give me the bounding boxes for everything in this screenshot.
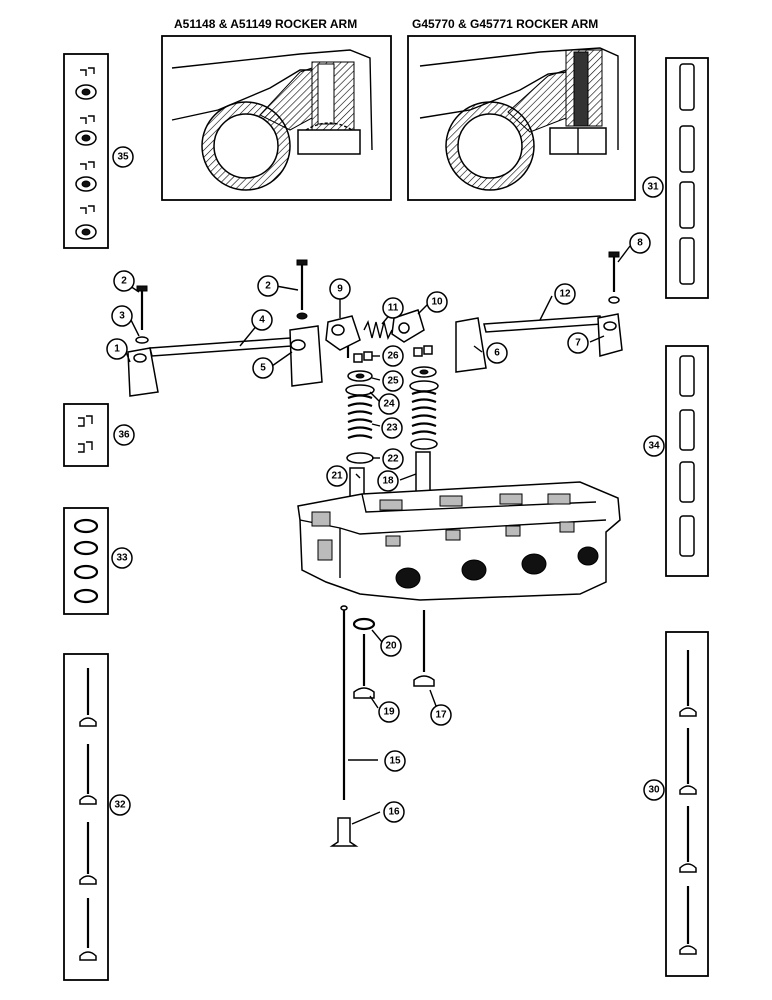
svg-text:31: 31 xyxy=(647,182,659,193)
svg-text:11: 11 xyxy=(388,303,399,314)
svg-text:18: 18 xyxy=(382,476,394,487)
callout-9: 9 xyxy=(329,278,351,300)
retainer-set xyxy=(75,67,97,240)
box-36-keepers xyxy=(63,403,109,467)
svg-text:23: 23 xyxy=(386,423,398,434)
callout-19: 19 xyxy=(378,701,400,723)
svg-text:35: 35 xyxy=(117,152,129,163)
svg-text:19: 19 xyxy=(383,707,395,718)
callout-7: 7 xyxy=(567,332,589,354)
svg-text:5: 5 xyxy=(260,363,266,374)
svg-text:32: 32 xyxy=(114,800,126,811)
svg-text:34: 34 xyxy=(648,441,660,452)
svg-text:30: 30 xyxy=(648,785,660,796)
callout-5: 5 xyxy=(252,357,274,379)
svg-text:36: 36 xyxy=(118,430,130,441)
callout-20: 20 xyxy=(380,635,402,657)
callout-6: 6 xyxy=(486,342,508,364)
callout-25: 25 xyxy=(382,370,404,392)
callout-12: 12 xyxy=(554,283,576,305)
callout-3: 3 xyxy=(111,305,133,327)
callout-26: 26 xyxy=(382,345,404,367)
svg-text:9: 9 xyxy=(337,284,343,295)
svg-text:3: 3 xyxy=(119,311,125,322)
callout-36: 36 xyxy=(113,424,135,446)
callout-18: 18 xyxy=(377,470,399,492)
inset-left-rocker-arm xyxy=(161,35,392,201)
callout-8: 8 xyxy=(629,232,651,254)
svg-text:22: 22 xyxy=(387,454,399,465)
callout-11: 11 xyxy=(382,297,404,319)
svg-text:20: 20 xyxy=(385,641,397,652)
svg-text:10: 10 xyxy=(431,297,443,308)
callout-1: 1 xyxy=(106,338,128,360)
svg-text:12: 12 xyxy=(559,289,571,300)
box-31-valve-guides xyxy=(665,57,709,299)
svg-text:7: 7 xyxy=(575,338,581,349)
callout-15: 15 xyxy=(384,750,406,772)
callout-33: 33 xyxy=(111,547,133,569)
box-32-valves xyxy=(63,653,109,981)
callout-30: 30 xyxy=(643,779,665,801)
callout-32: 32 xyxy=(109,794,131,816)
box-34-valve-guides xyxy=(665,345,709,577)
svg-text:8: 8 xyxy=(637,238,643,249)
box-35-valve-retainers xyxy=(63,53,109,249)
svg-text:24: 24 xyxy=(383,399,395,410)
svg-text:16: 16 xyxy=(388,807,400,818)
svg-text:1: 1 xyxy=(114,344,120,355)
svg-text:2: 2 xyxy=(265,281,271,292)
callout-34: 34 xyxy=(643,435,665,457)
svg-text:26: 26 xyxy=(387,351,399,362)
callout-35: 35 xyxy=(112,146,134,168)
callouts: 1 2 3 4 2 5 9 11 10 12 8 6 7 26 25 24 23… xyxy=(106,146,665,823)
header-right-rocker-arm: G45770 & G45771 ROCKER ARM xyxy=(412,17,598,31)
callout-22: 22 xyxy=(382,448,404,470)
header-left-rocker-arm: A51148 & A51149 ROCKER ARM xyxy=(174,17,357,31)
lower-valve-parts xyxy=(329,605,435,847)
svg-text:2: 2 xyxy=(121,276,127,287)
svg-text:21: 21 xyxy=(331,471,343,482)
callout-2-center: 2 xyxy=(257,275,279,297)
svg-text:6: 6 xyxy=(494,348,500,359)
svg-text:33: 33 xyxy=(116,553,128,564)
box-33-seal-rings xyxy=(63,507,109,615)
callout-17: 17 xyxy=(430,704,452,726)
callout-2-left: 2 xyxy=(113,270,135,292)
svg-text:15: 15 xyxy=(389,756,401,767)
callout-10: 10 xyxy=(426,291,448,313)
callout-4: 4 xyxy=(251,309,273,331)
cylinder-head xyxy=(297,481,621,601)
callout-23: 23 xyxy=(381,417,403,439)
svg-text:4: 4 xyxy=(259,315,265,326)
svg-text:25: 25 xyxy=(387,376,399,387)
svg-text:17: 17 xyxy=(435,710,447,721)
callout-21: 21 xyxy=(326,465,348,487)
callout-16: 16 xyxy=(383,801,405,823)
callout-31: 31 xyxy=(642,176,664,198)
callout-24: 24 xyxy=(378,393,400,415)
rocker-shaft-assembly xyxy=(127,251,623,397)
box-30-valves xyxy=(665,631,709,977)
inset-right-rocker-arm xyxy=(407,35,636,201)
